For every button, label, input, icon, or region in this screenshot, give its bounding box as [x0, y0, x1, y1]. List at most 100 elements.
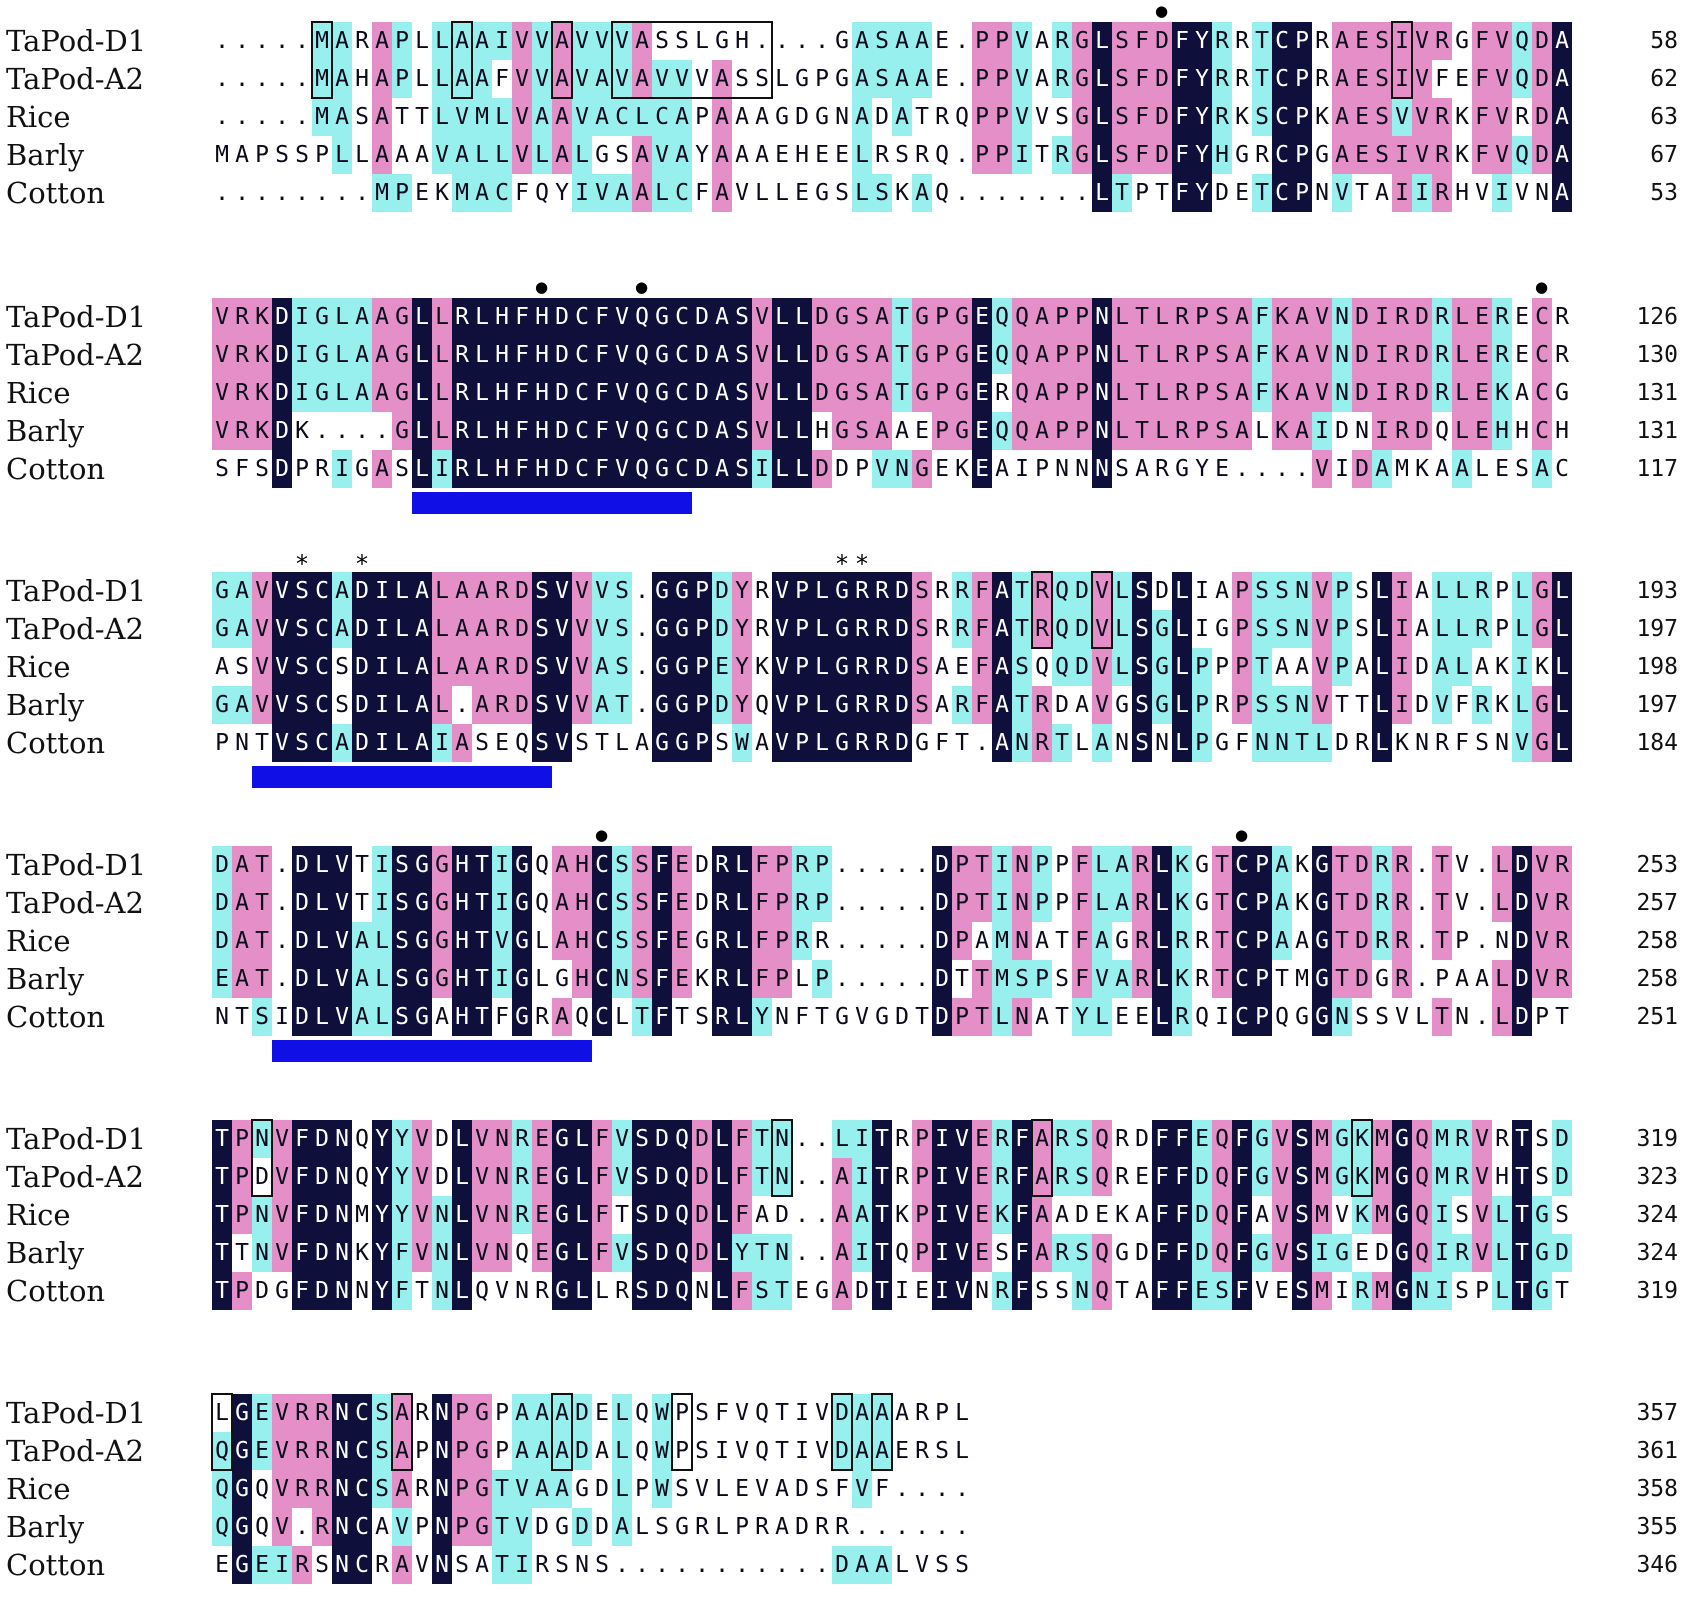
residue: V	[612, 1158, 632, 1196]
residue: G	[212, 610, 232, 648]
residue: A	[332, 98, 352, 136]
residue: R	[1552, 922, 1572, 960]
residue: T	[1155, 180, 1169, 206]
residue: A	[992, 648, 1012, 686]
residue: D	[1375, 1240, 1389, 1266]
residue: D	[552, 450, 572, 488]
residue: D	[692, 1196, 712, 1234]
residue: R	[935, 616, 949, 642]
residue: G	[652, 336, 672, 374]
residue: A	[332, 572, 352, 610]
residue: G	[1332, 1120, 1352, 1158]
species-label: TaPod-A2	[6, 1160, 144, 1194]
residue: D	[292, 998, 312, 1036]
residue: S	[612, 648, 632, 686]
residue: D	[1072, 648, 1092, 686]
residue: A	[372, 98, 392, 136]
residue: S	[392, 922, 412, 960]
residue: A	[992, 686, 1012, 724]
residue: I	[1312, 1234, 1332, 1272]
residue: .	[795, 1240, 809, 1266]
residue: V	[695, 66, 709, 92]
residue: D	[795, 104, 809, 130]
residue: S	[1212, 336, 1232, 374]
variant-box	[211, 1393, 233, 1471]
residue: Q	[1412, 1158, 1432, 1196]
residue: D	[695, 852, 709, 878]
residue: A	[712, 374, 732, 412]
residue: R	[512, 1158, 532, 1196]
residue: .	[835, 852, 849, 878]
residue: S	[852, 298, 872, 336]
residue: .	[815, 1202, 829, 1228]
residue: N	[1455, 1004, 1469, 1030]
residue: V	[612, 60, 632, 98]
residue: T	[472, 884, 492, 922]
residue: E	[252, 1546, 272, 1584]
residue: L	[412, 412, 432, 450]
residue: G	[1532, 1196, 1552, 1234]
residue: .	[735, 1552, 749, 1578]
residue: L	[372, 922, 392, 960]
residue: A	[412, 686, 432, 724]
residue: T	[752, 1120, 772, 1158]
residue: N	[1252, 724, 1272, 762]
residue: S	[632, 1158, 652, 1196]
residue-position: 258	[1636, 966, 1678, 992]
residue: T	[1332, 884, 1352, 922]
residue: M	[1432, 1120, 1452, 1158]
species-label: Barly	[6, 688, 85, 722]
residue: S	[372, 1394, 392, 1432]
residue: I	[1335, 456, 1349, 482]
residue: .	[855, 1514, 869, 1540]
residue: K	[695, 966, 709, 992]
residue: R	[872, 610, 892, 648]
residue: .	[755, 28, 769, 54]
residue: S	[895, 142, 909, 168]
residue: K	[1272, 298, 1292, 336]
residue: F	[1435, 66, 1449, 92]
residue-position: 131	[1636, 380, 1678, 406]
residue: E	[672, 884, 692, 922]
residue: V	[532, 60, 552, 98]
residue: A	[472, 686, 492, 724]
residue: N	[892, 450, 912, 488]
residue: S	[1375, 1004, 1389, 1030]
residue: .	[295, 104, 309, 130]
residue: P	[452, 1394, 472, 1432]
residue: A	[872, 1432, 892, 1470]
residue: .	[915, 928, 929, 954]
residue: P	[415, 1438, 429, 1464]
residue: C	[352, 1394, 372, 1432]
residue: V	[1472, 1158, 1492, 1196]
residue: Y	[752, 998, 772, 1036]
residue: L	[432, 610, 452, 648]
residue: V	[1255, 1278, 1269, 1304]
residue: .	[975, 730, 989, 756]
residue: P	[415, 1514, 429, 1540]
residue: A	[755, 1202, 769, 1228]
residue: R	[1432, 98, 1452, 136]
residue: R	[1172, 922, 1192, 960]
residue: L	[712, 1196, 732, 1234]
residue: D	[1135, 1126, 1149, 1152]
residue: D	[212, 846, 232, 884]
residue: N	[432, 1234, 452, 1272]
residue: N	[1115, 730, 1129, 756]
residue: V	[212, 298, 232, 336]
residue: A	[1032, 1234, 1052, 1272]
residue: T	[972, 846, 992, 884]
residue: A	[1372, 450, 1392, 488]
residue: F	[392, 1234, 412, 1272]
residue: R	[1032, 686, 1052, 724]
residue: V	[572, 60, 592, 98]
residue: L	[852, 174, 872, 212]
residue: G	[555, 1514, 569, 1540]
residue: H	[452, 922, 472, 960]
residue: T	[1132, 412, 1152, 450]
residue: D	[1215, 180, 1229, 206]
residue: V	[412, 1158, 432, 1196]
residue: Q	[575, 1004, 589, 1030]
